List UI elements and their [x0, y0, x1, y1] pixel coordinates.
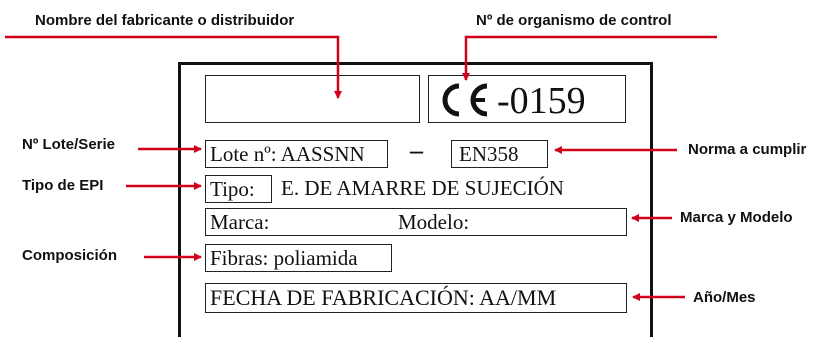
callout-lot-serial: Nº Lote/Serie — [22, 136, 116, 153]
model-text: Modelo: — [398, 210, 470, 234]
fibers-text: Fibras: poliamida — [210, 246, 358, 270]
arrow-control-body — [462, 35, 717, 81]
lot-standard-dash: – — [410, 136, 423, 165]
arrow-manufacturer — [5, 35, 342, 99]
ce-box: -0159 — [428, 75, 626, 123]
standard-box: EN358 — [451, 140, 548, 168]
brand-text: Marca: — [210, 210, 270, 234]
brand-model-box: Marca: Modelo: — [205, 208, 627, 236]
lot-text: Lote nº: AASSNN — [210, 142, 365, 166]
label-diagram: Nombre del fabricante o distribuidor Nº … — [5, 12, 807, 337]
callout-brand-model: Marca y Modelo — [680, 209, 793, 226]
lot-box: Lote nº: AASSNN — [205, 140, 388, 168]
callout-composition: Composición — [22, 247, 118, 264]
callout-arrows — [5, 35, 717, 301]
callout-control-body: Nº de organismo de control — [476, 12, 672, 29]
label-plate — [178, 62, 653, 337]
callout-manufacturer: Nombre del fabricante o distribuidor — [35, 12, 295, 29]
type-value-text: E. DE AMARRE DE SUJECIÓN — [281, 176, 564, 200]
manufacturer-box — [205, 75, 420, 123]
date-text: FECHA DE FABRICACIÓN: AA/MM — [210, 285, 557, 310]
date-box: FECHA DE FABRICACIÓN: AA/MM — [205, 283, 627, 313]
callout-epi-type: Tipo de EPI — [22, 177, 104, 194]
ce-number: -0159 — [497, 80, 586, 122]
fibers-box: Fibras: poliamida — [205, 244, 392, 272]
callout-standard: Norma a cumplir — [688, 141, 807, 158]
callout-year-month: Año/Mes — [693, 289, 756, 306]
type-box: Tipo: — [205, 175, 272, 203]
type-key-text: Tipo: — [210, 177, 255, 201]
ce-mark-icon — [442, 83, 488, 117]
standard-text: EN358 — [459, 142, 519, 166]
